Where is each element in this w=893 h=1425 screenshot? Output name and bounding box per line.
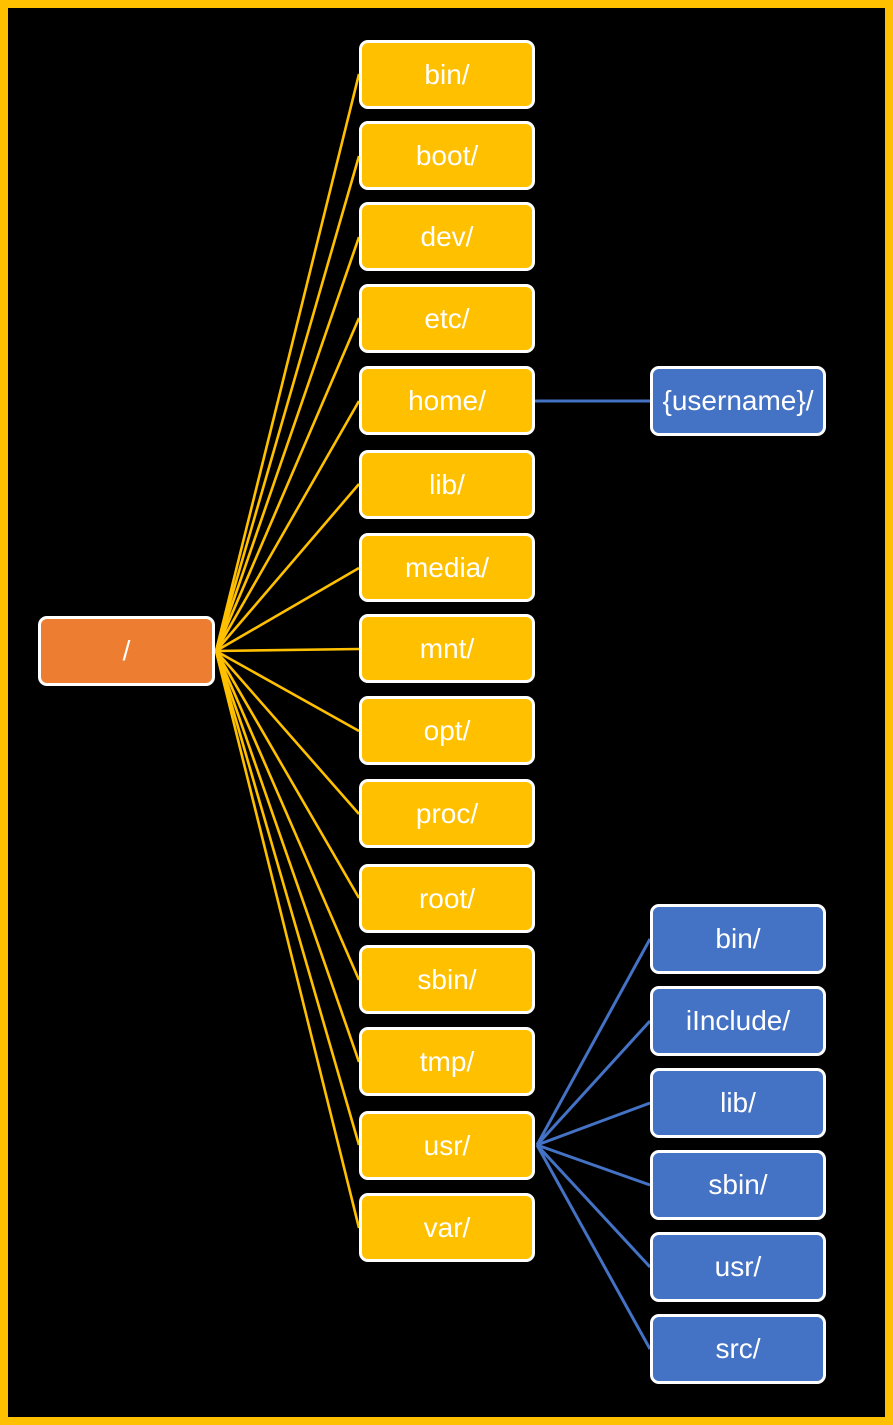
edge-root-home bbox=[214, 400, 361, 652]
node-media: media/ bbox=[359, 533, 535, 602]
edge-root-rootdir bbox=[214, 650, 361, 899]
edge-root-opt bbox=[215, 649, 360, 733]
node-username: {username}/ bbox=[650, 366, 826, 436]
node-usr-sbin: sbin/ bbox=[650, 1150, 826, 1220]
node-proc: proc/ bbox=[359, 779, 535, 848]
node-usr-bin: bin/ bbox=[650, 904, 826, 974]
node-opt: opt/ bbox=[359, 696, 535, 765]
edge-usr-bin bbox=[535, 938, 652, 1146]
edge-usr-iinclude bbox=[535, 1019, 652, 1147]
edge-root-boot bbox=[214, 155, 361, 652]
edge-root-tmp bbox=[214, 650, 361, 1063]
edge-usr-sbin bbox=[536, 1143, 651, 1187]
node-bin: bin/ bbox=[359, 40, 535, 109]
edge-root-media bbox=[215, 566, 360, 653]
node-usr-iinclude: iInclude/ bbox=[650, 986, 826, 1056]
node-var: var/ bbox=[359, 1193, 535, 1262]
edge-usr-usr bbox=[535, 1143, 652, 1269]
edge-root-var bbox=[214, 650, 361, 1229]
node-root-dir: root/ bbox=[359, 864, 535, 933]
edge-root-mnt bbox=[215, 647, 360, 653]
node-mnt: mnt/ bbox=[359, 614, 535, 683]
node-tmp: tmp/ bbox=[359, 1027, 535, 1096]
node-root: / bbox=[38, 616, 215, 686]
node-etc: etc/ bbox=[359, 284, 535, 353]
node-home: home/ bbox=[359, 366, 535, 435]
edge-root-etc bbox=[214, 317, 361, 652]
edge-root-lib bbox=[215, 483, 360, 652]
node-usr-usr: usr/ bbox=[650, 1232, 826, 1302]
edge-root-dev bbox=[214, 236, 361, 652]
edge-usr-lib bbox=[536, 1101, 651, 1147]
edge-root-proc bbox=[215, 650, 360, 815]
node-dev: dev/ bbox=[359, 202, 535, 271]
node-lib: lib/ bbox=[359, 450, 535, 519]
node-sbin: sbin/ bbox=[359, 945, 535, 1014]
edge-root-usr bbox=[214, 650, 361, 1146]
edge-root-bin bbox=[214, 73, 361, 652]
edge-usr-src bbox=[535, 1144, 652, 1350]
node-usr-lib: lib/ bbox=[650, 1068, 826, 1138]
edge-root-sbin bbox=[214, 650, 361, 981]
node-usr-src: src/ bbox=[650, 1314, 826, 1384]
node-boot: boot/ bbox=[359, 121, 535, 190]
node-usr: usr/ bbox=[359, 1111, 535, 1180]
